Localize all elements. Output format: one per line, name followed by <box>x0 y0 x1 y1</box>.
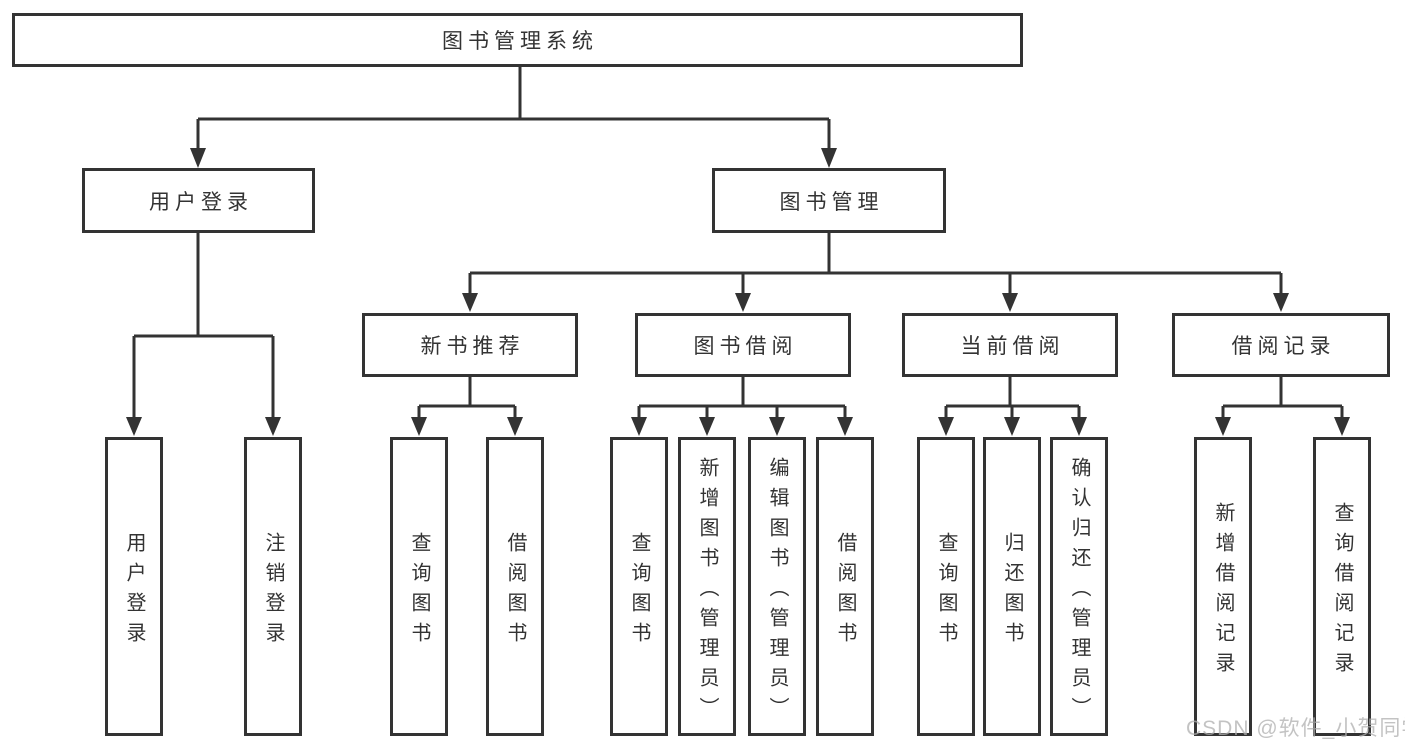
node-book-management-label: 图书管理 <box>779 190 884 214</box>
leaf-logout-label: 注销登录 <box>262 531 284 652</box>
node-book-borrowing: 图书借阅 <box>635 313 851 377</box>
leaf-add-book-admin-label: 新增图书（管理员） <box>696 456 718 727</box>
node-borrowing-records: 借阅记录 <box>1172 313 1390 377</box>
connector-user-login-children <box>126 233 281 436</box>
node-user-login: 用户登录 <box>82 168 315 233</box>
leaf-confirm-return-admin: 确认归还（管理员） <box>1050 437 1108 736</box>
leaf-current-query-books-label: 查询图书 <box>935 531 957 652</box>
connector-root-to-level2 <box>190 67 837 168</box>
leaf-logout: 注销登录 <box>244 437 302 736</box>
connector-new-book-recommendation-children <box>411 377 523 436</box>
leaf-return-books: 归还图书 <box>983 437 1041 736</box>
node-book-management: 图书管理 <box>712 168 946 233</box>
connector-book-management-children <box>462 233 1289 312</box>
connector-current-borrowing-children <box>938 377 1087 436</box>
node-current-borrowing: 当前借阅 <box>902 313 1118 377</box>
leaf-borrowing-borrow-books-label: 借阅图书 <box>834 531 856 652</box>
node-root-system: 图书管理系统 <box>12 13 1023 67</box>
leaf-recommend-query-books: 查询图书 <box>390 437 448 736</box>
node-book-borrowing-label: 图书借阅 <box>693 335 798 358</box>
connector-book-borrowing-children <box>631 377 853 436</box>
leaf-user-login-label: 用户登录 <box>123 531 145 652</box>
leaf-current-query-books: 查询图书 <box>917 437 975 736</box>
node-borrowing-records-label: 借阅记录 <box>1231 335 1336 358</box>
leaf-query-borrow-record: 查询借阅记录 <box>1313 437 1371 736</box>
csdn-watermark: CSDN @软件_小贺同学 <box>1186 717 1405 740</box>
node-root-system-label: 图书管理系统 <box>442 30 598 53</box>
connector-borrowing-records-children <box>1215 377 1350 436</box>
leaf-recommend-query-books-label: 查询图书 <box>408 531 430 652</box>
leaf-recommend-borrow-books: 借阅图书 <box>486 437 544 736</box>
leaf-user-login: 用户登录 <box>105 437 163 736</box>
leaf-add-borrow-record-label: 新增借阅记录 <box>1212 501 1234 682</box>
node-new-book-recommendation: 新书推荐 <box>362 313 578 377</box>
leaf-confirm-return-admin-label: 确认归还（管理员） <box>1068 456 1090 727</box>
node-user-login-label: 用户登录 <box>149 190 253 214</box>
leaf-borrowing-query-books: 查询图书 <box>610 437 668 736</box>
leaf-query-borrow-record-label: 查询借阅记录 <box>1331 501 1353 682</box>
leaf-borrowing-query-books-label: 查询图书 <box>628 531 650 652</box>
leaf-add-borrow-record: 新增借阅记录 <box>1194 437 1252 736</box>
leaf-return-books-label: 归还图书 <box>1001 531 1023 652</box>
leaf-edit-book-admin: 编辑图书（管理员） <box>748 437 806 736</box>
node-current-borrowing-label: 当前借阅 <box>960 335 1065 358</box>
leaf-borrowing-borrow-books: 借阅图书 <box>816 437 874 736</box>
leaf-add-book-admin: 新增图书（管理员） <box>678 437 736 736</box>
leaf-recommend-borrow-books-label: 借阅图书 <box>504 531 526 652</box>
node-new-book-recommendation-label: 新书推荐 <box>420 335 525 358</box>
leaf-edit-book-admin-label: 编辑图书（管理员） <box>766 456 788 727</box>
